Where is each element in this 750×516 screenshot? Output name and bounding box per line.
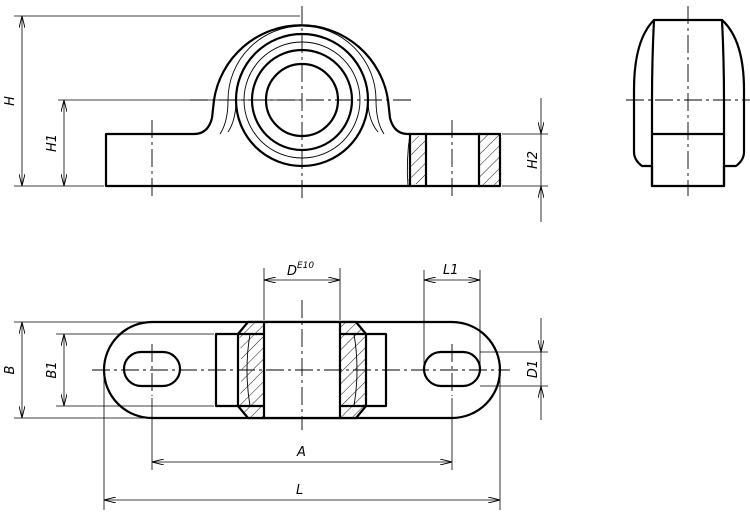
dim-label-A: A: [296, 445, 306, 460]
front-view: [104, 6, 502, 200]
top-view: [92, 300, 510, 430]
hatch-right: [479, 135, 499, 185]
dim-label-L1: L1: [443, 263, 459, 278]
dim-label-B1: B1: [45, 361, 60, 378]
top-dimensions: D E10 L1 B B1 D1 A L: [3, 261, 548, 510]
hatch-left: [408, 136, 426, 184]
dim-tolerance-E10: E10: [297, 261, 314, 271]
side-housing-outline: [632, 18, 746, 188]
dim-label-H2: H2: [526, 151, 541, 169]
base-outline: [104, 24, 412, 188]
side-view: [626, 6, 750, 196]
dim-label-H1: H1: [45, 134, 60, 152]
front-dimensions: H H1 H2: [3, 15, 548, 222]
dim-label-B: B: [3, 365, 18, 374]
base-section: [408, 132, 502, 188]
dim-label-L: L: [296, 483, 303, 498]
dim-label-D: D: [287, 264, 297, 279]
dim-label-D1: D1: [526, 360, 541, 378]
dim-label-H: H: [3, 96, 18, 106]
